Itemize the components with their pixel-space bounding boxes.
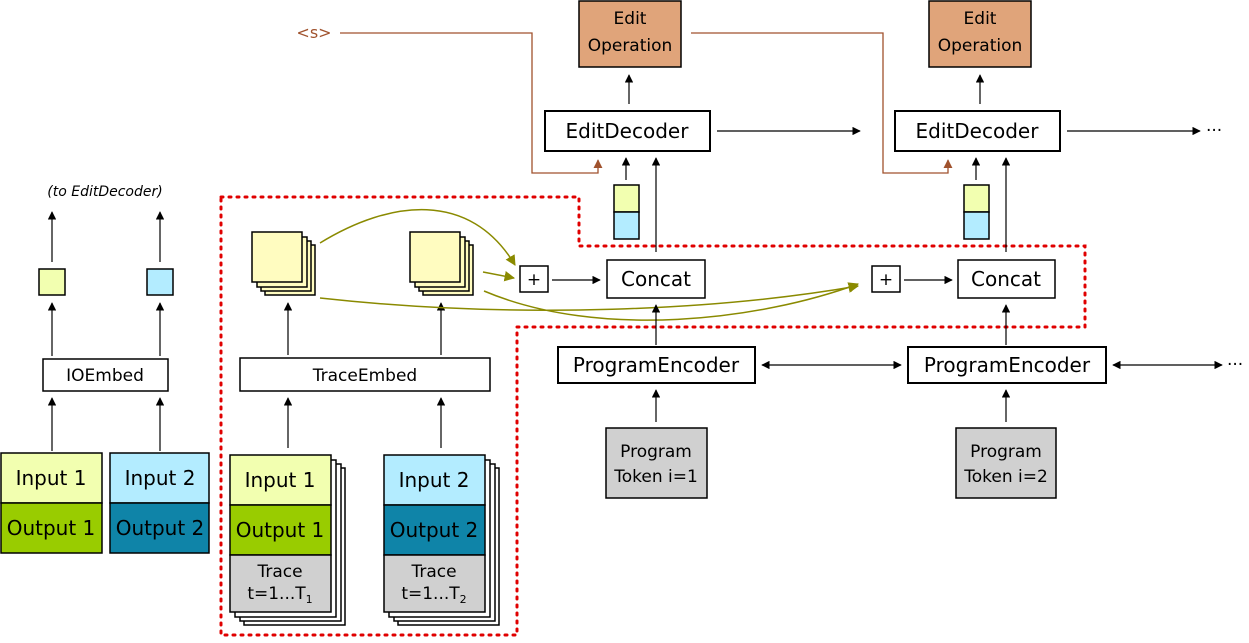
dotted-trace-region bbox=[219, 195, 1087, 637]
program-token-box-1 bbox=[605, 427, 708, 499]
io2-output-box bbox=[109, 502, 210, 554]
trace1-trace-label: Trace bbox=[256, 562, 302, 582]
io-embed-label: IOEmbed bbox=[66, 366, 144, 386]
io2-embedding-square bbox=[146, 268, 174, 296]
edit-operation-2-line1: Edit bbox=[964, 9, 997, 29]
to-edit-decoder-note: (to EditDecoder) bbox=[47, 184, 162, 200]
plus-node-1 bbox=[519, 265, 549, 293]
olive-arrow-stack2-to-plus2 bbox=[483, 282, 859, 321]
trace1-steps-label: t=1...T1 bbox=[247, 584, 312, 606]
io1-output-label: Output 1 bbox=[7, 516, 96, 540]
trace-example-stack-2 bbox=[383, 454, 500, 626]
io1-output-box bbox=[0, 502, 103, 554]
program-token-box-2 bbox=[955, 427, 1057, 499]
embed-mini-box-1a bbox=[613, 184, 640, 213]
decoder-ellipsis: ··· bbox=[1206, 121, 1222, 141]
encoder-ellipsis: ··· bbox=[1227, 355, 1243, 375]
program-encoder-box-1 bbox=[557, 346, 756, 384]
program-encoder-2-label: ProgramEncoder bbox=[924, 353, 1091, 377]
program-token-2-line2: Token i=2 bbox=[963, 467, 1048, 487]
edit-operation-1-line2: Operation bbox=[588, 36, 673, 56]
trace-embed-box bbox=[239, 357, 491, 392]
brown-arrow-start-to-decoder1 bbox=[340, 32, 603, 174]
trace2-trace-label: Trace bbox=[410, 562, 456, 582]
concat-box-2 bbox=[957, 259, 1056, 299]
concat-2-label: Concat bbox=[971, 267, 1041, 291]
program-token-2-line1: Program bbox=[970, 442, 1042, 462]
io2-input-label: Input 2 bbox=[125, 466, 196, 490]
edit-decoder-box-1 bbox=[544, 110, 711, 152]
embed-mini-box-2b bbox=[963, 211, 990, 240]
io1-input-box bbox=[0, 452, 103, 504]
edit-operation-box-2 bbox=[928, 0, 1032, 68]
edit-decoder-box-2 bbox=[894, 110, 1061, 152]
program-token-1-line2: Token i=1 bbox=[613, 467, 698, 487]
edit-decoder-2-label: EditDecoder bbox=[916, 119, 1040, 143]
io1-input-label: Input 1 bbox=[16, 466, 87, 490]
edit-operation-2-line2: Operation bbox=[938, 36, 1023, 56]
embed-mini-box-2a bbox=[963, 184, 990, 213]
plus-2-label: + bbox=[879, 270, 893, 290]
trace-embedding-stack-1 bbox=[251, 231, 316, 296]
plus-1-label: + bbox=[527, 270, 541, 290]
olive-arrow-stack1-to-plus1 bbox=[319, 209, 516, 266]
embed-mini-box-1b bbox=[613, 211, 640, 240]
trace-embed-label: TraceEmbed bbox=[312, 366, 417, 386]
io-embed-box bbox=[42, 358, 169, 392]
program-token-1-line1: Program bbox=[620, 442, 692, 462]
start-token-label: <s> bbox=[296, 23, 331, 42]
io1-embedding-square bbox=[38, 268, 66, 296]
brown-arrow-editop1-to-decoder2 bbox=[691, 32, 953, 174]
trace1-input-label: Input 1 bbox=[245, 468, 316, 492]
io2-input-box bbox=[109, 452, 210, 504]
concat-box-1 bbox=[606, 259, 706, 299]
program-encoder-box-2 bbox=[907, 346, 1107, 384]
program-encoder-1-label: ProgramEncoder bbox=[573, 353, 740, 377]
olive-arrow-stack2-to-plus1 bbox=[482, 271, 516, 282]
olive-arrow-stack1-to-plus2 bbox=[319, 282, 860, 311]
edit-operation-box-1 bbox=[578, 0, 682, 68]
edit-decoder-1-label: EditDecoder bbox=[566, 119, 690, 143]
trace-embedding-stack-2 bbox=[409, 231, 474, 296]
trace1-output-label: Output 1 bbox=[236, 518, 325, 542]
trace-example-stack-1 bbox=[229, 454, 346, 626]
trace2-steps-label: t=1...T2 bbox=[401, 584, 466, 606]
edit-operation-1-line1: Edit bbox=[614, 9, 647, 29]
trace2-output-label: Output 2 bbox=[390, 518, 479, 542]
io2-output-label: Output 2 bbox=[116, 516, 205, 540]
concat-1-label: Concat bbox=[621, 267, 691, 291]
plus-node-2 bbox=[871, 265, 901, 293]
trace2-input-label: Input 2 bbox=[399, 468, 470, 492]
